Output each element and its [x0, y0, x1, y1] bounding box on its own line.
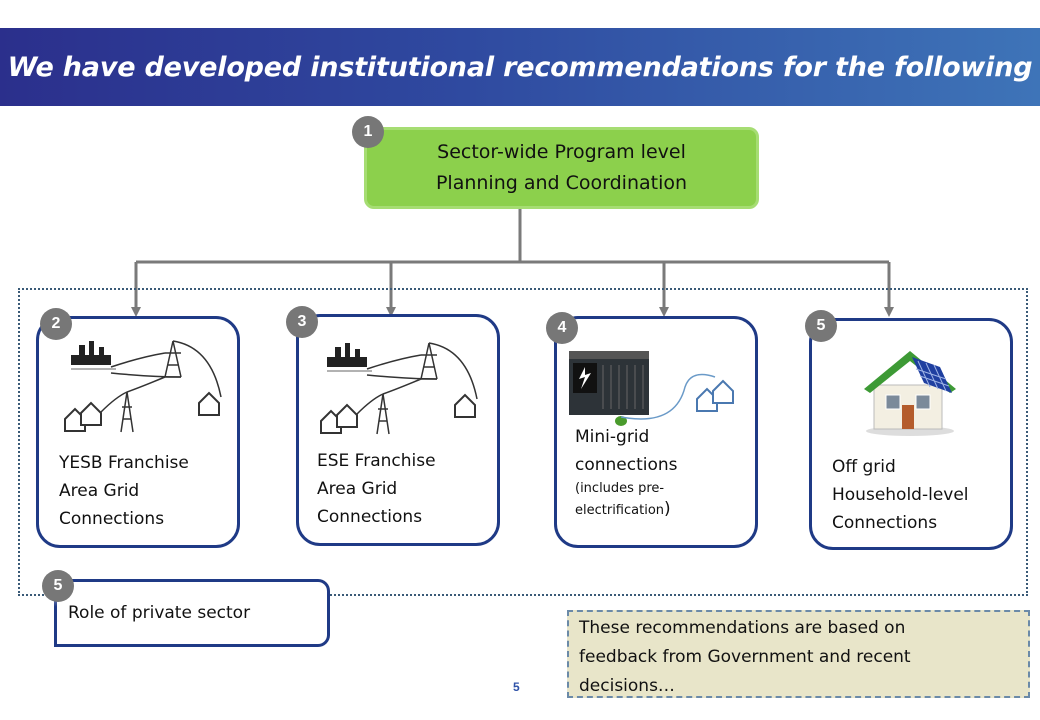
- note-line-2: feedback from Government and recent: [579, 647, 911, 667]
- card-yesb-line-1: YESB Franchise: [59, 453, 189, 473]
- title-bar: We have developed institutional recommen…: [0, 28, 1040, 106]
- badge-5: 5: [805, 310, 837, 342]
- planning-line-1: Sector-wide Program level: [437, 141, 686, 163]
- card-off-grid-line-3: Connections: [832, 513, 938, 533]
- connections-group-frame: [18, 288, 1028, 596]
- card-ese-line-1: ESE Franchise: [317, 451, 436, 471]
- private-sector-box: Role of private sector: [54, 579, 330, 647]
- card-mini-grid-line-2: connections: [575, 455, 678, 475]
- card-ese-line-2: Area Grid: [317, 479, 398, 499]
- grid-transmission-icon: [320, 342, 478, 435]
- card-mini-grid-note-text: electrification: [575, 503, 665, 518]
- badge-4: 4: [546, 312, 578, 344]
- page-title: We have developed institutional recommen…: [7, 51, 1033, 83]
- card-ese-line-3: Connections: [317, 507, 423, 527]
- mini-grid-generator-icon: [569, 351, 734, 426]
- card-mini-grid-note-paren: ): [664, 499, 671, 519]
- recommendations-note: These recommendations are based on feedb…: [567, 610, 1030, 698]
- card-mini-grid-label: Mini-grid connections (includes pre- ele…: [575, 423, 678, 521]
- solar-house-icon: [864, 351, 956, 436]
- note-line-1: These recommendations are based on: [579, 618, 906, 638]
- planning-coordination-box: Sector-wide Program level Planning and C…: [364, 127, 759, 209]
- note-line-3: decisions…: [579, 676, 675, 696]
- private-sector-label: Role of private sector: [68, 603, 251, 623]
- card-mini-grid-note-line-2: electrification): [575, 499, 678, 521]
- card-yesb-grid: YESB Franchise Area Grid Connections: [36, 316, 240, 548]
- card-yesb-line-2: Area Grid: [59, 481, 140, 501]
- card-off-grid: Off grid Household-level Connections: [809, 318, 1013, 550]
- badge-1: 1: [352, 116, 384, 148]
- card-mini-grid-note-line-1: (includes pre-: [575, 481, 665, 496]
- badge-2: 2: [40, 308, 72, 340]
- card-ese-grid: ESE Franchise Area Grid Connections: [296, 314, 500, 546]
- card-off-grid-label: Off grid Household-level Connections: [832, 453, 969, 537]
- card-yesb-label: YESB Franchise Area Grid Connections: [59, 449, 189, 533]
- card-ese-label: ESE Franchise Area Grid Connections: [317, 447, 436, 531]
- badge-3: 3: [286, 306, 318, 338]
- card-off-grid-line-2: Household-level: [832, 485, 969, 505]
- grid-transmission-icon: [64, 340, 222, 433]
- page-number: 5: [513, 680, 520, 694]
- card-mini-grid-line-1: Mini-grid: [575, 427, 650, 447]
- planning-line-2: Planning and Coordination: [435, 172, 688, 194]
- card-off-grid-line-1: Off grid: [832, 457, 896, 477]
- badge-private-sector: 5: [42, 570, 74, 602]
- card-mini-grid: Mini-grid connections (includes pre- ele…: [554, 316, 758, 548]
- card-yesb-line-3: Connections: [59, 509, 165, 529]
